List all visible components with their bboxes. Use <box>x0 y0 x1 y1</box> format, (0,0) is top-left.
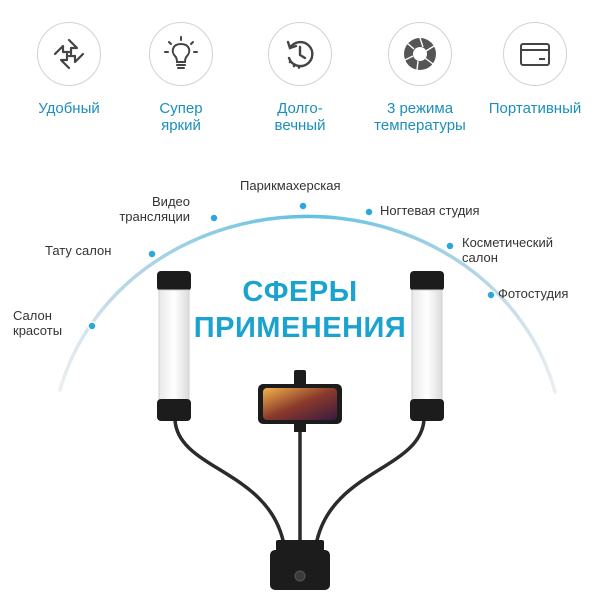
feature-label: Долго- вечный <box>274 100 326 134</box>
right-cable <box>314 418 426 547</box>
arc-dot <box>298 201 308 211</box>
feature-portable: Портативный <box>475 22 595 117</box>
feature-icon-circle <box>268 22 332 86</box>
area-label-nail-studio: Ногтевая студия <box>380 203 480 218</box>
feature-icon-circle <box>149 22 213 86</box>
area-label-cosmetic-salon: Косметический салон <box>462 235 553 265</box>
right-light-panel <box>410 271 444 421</box>
feature-label: Удобный <box>38 100 100 117</box>
area-label-hairdresser: Парикмахерская <box>240 178 341 193</box>
headline-line-1: СФЕРЫ <box>242 276 358 308</box>
feature-durable: Долго- вечный <box>240 22 360 134</box>
arc-dot <box>147 249 157 259</box>
features-row: Удобный Супер яркий <box>0 22 600 142</box>
left-cable <box>173 418 286 547</box>
feature-icon-circle <box>37 22 101 86</box>
area-label-beauty-salon: Салон красоты <box>13 308 63 338</box>
arc-dot <box>209 213 219 223</box>
application-arc <box>58 214 557 394</box>
feature-icon-circle <box>503 22 567 86</box>
refresh-clock-icon <box>286 40 314 69</box>
wallet-icon <box>520 43 550 66</box>
feature-label: Супер яркий <box>159 100 203 134</box>
feature-label: 3 режима температуры <box>374 100 466 134</box>
area-label-tattoo-salon: Тату салон <box>45 243 112 258</box>
aperture-icon <box>404 37 436 71</box>
arc-dot <box>445 241 455 251</box>
power-button <box>294 570 306 582</box>
feature-label: Портативный <box>488 100 582 117</box>
arc-dot <box>364 207 374 217</box>
control-box <box>270 540 330 590</box>
left-light-panel <box>157 271 191 421</box>
feature-icon-circle <box>388 22 452 86</box>
headline-line-2: ПРИМЕНЕНИЯ <box>193 312 407 344</box>
light-bulb-icon <box>164 36 198 69</box>
arrows-rotate-icon <box>53 38 85 70</box>
feature-bright: Супер яркий <box>121 22 241 134</box>
area-label-video-streaming: Видео трансляции <box>119 194 190 224</box>
feature-convenient: Удобный <box>9 22 129 117</box>
arc-dot <box>87 321 97 331</box>
phone-holder <box>258 370 342 432</box>
phone-screen <box>263 388 337 420</box>
area-label-photo-studio: Фотостудия <box>498 286 569 301</box>
feature-temperature-modes: 3 режима температуры <box>360 22 480 134</box>
arc-dot <box>486 290 496 300</box>
